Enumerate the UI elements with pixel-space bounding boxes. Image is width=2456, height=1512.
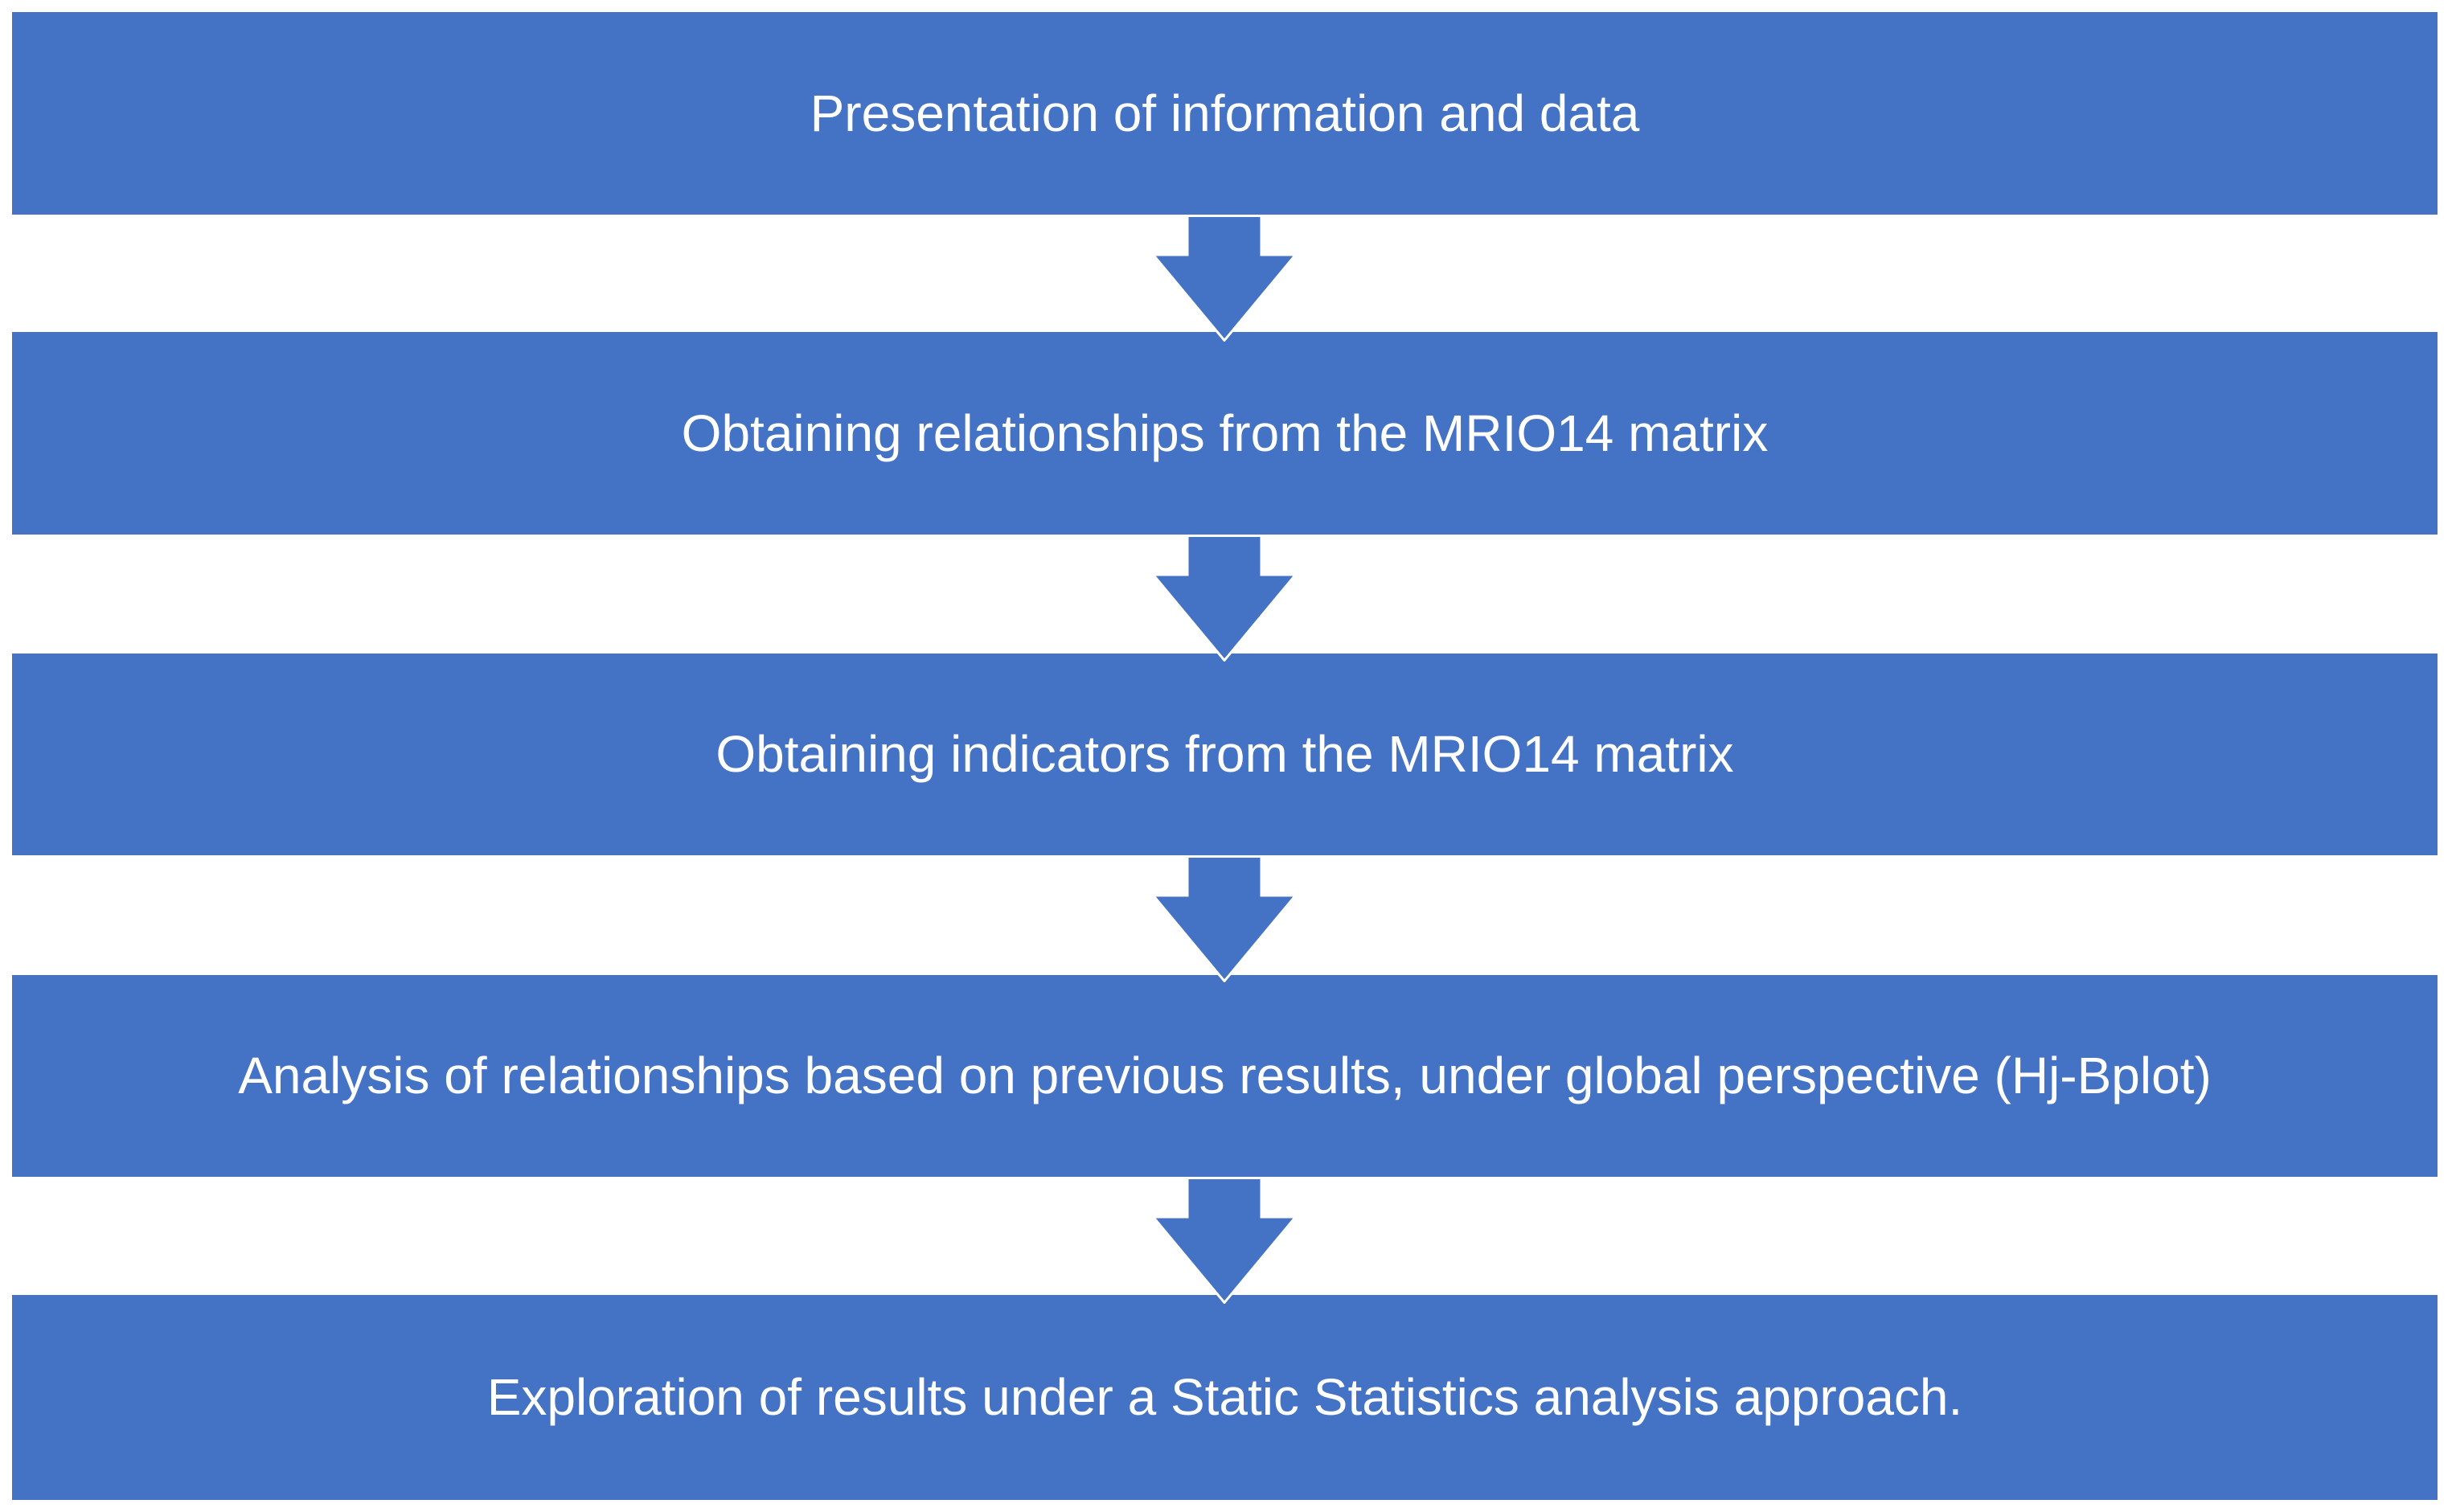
down-arrow-icon-1 <box>1152 215 1297 342</box>
step-2-label: Obtaining relationships from the MRIO14 … <box>681 404 1769 462</box>
down-arrow-icon-2 <box>1152 535 1297 662</box>
step-4-label: Analysis of relationships based on previ… <box>238 1047 2212 1105</box>
step-box-1: Presentation of information and data <box>12 12 2438 215</box>
down-arrow-icon-4 <box>1152 1177 1297 1304</box>
down-arrow-icon-3 <box>1152 855 1297 982</box>
step-3-label: Obtaining indicators from the MRIO14 mat… <box>715 725 1734 784</box>
step-5-label: Exploration of results under a Static St… <box>486 1368 1963 1427</box>
step-1-label: Presentation of information and data <box>810 84 1640 142</box>
step-box-5: Exploration of results under a Static St… <box>12 1295 2438 1500</box>
step-box-4: Analysis of relationships based on previ… <box>12 975 2438 1177</box>
step-box-3: Obtaining indicators from the MRIO14 mat… <box>12 654 2438 855</box>
step-box-2: Obtaining relationships from the MRIO14 … <box>12 332 2438 535</box>
